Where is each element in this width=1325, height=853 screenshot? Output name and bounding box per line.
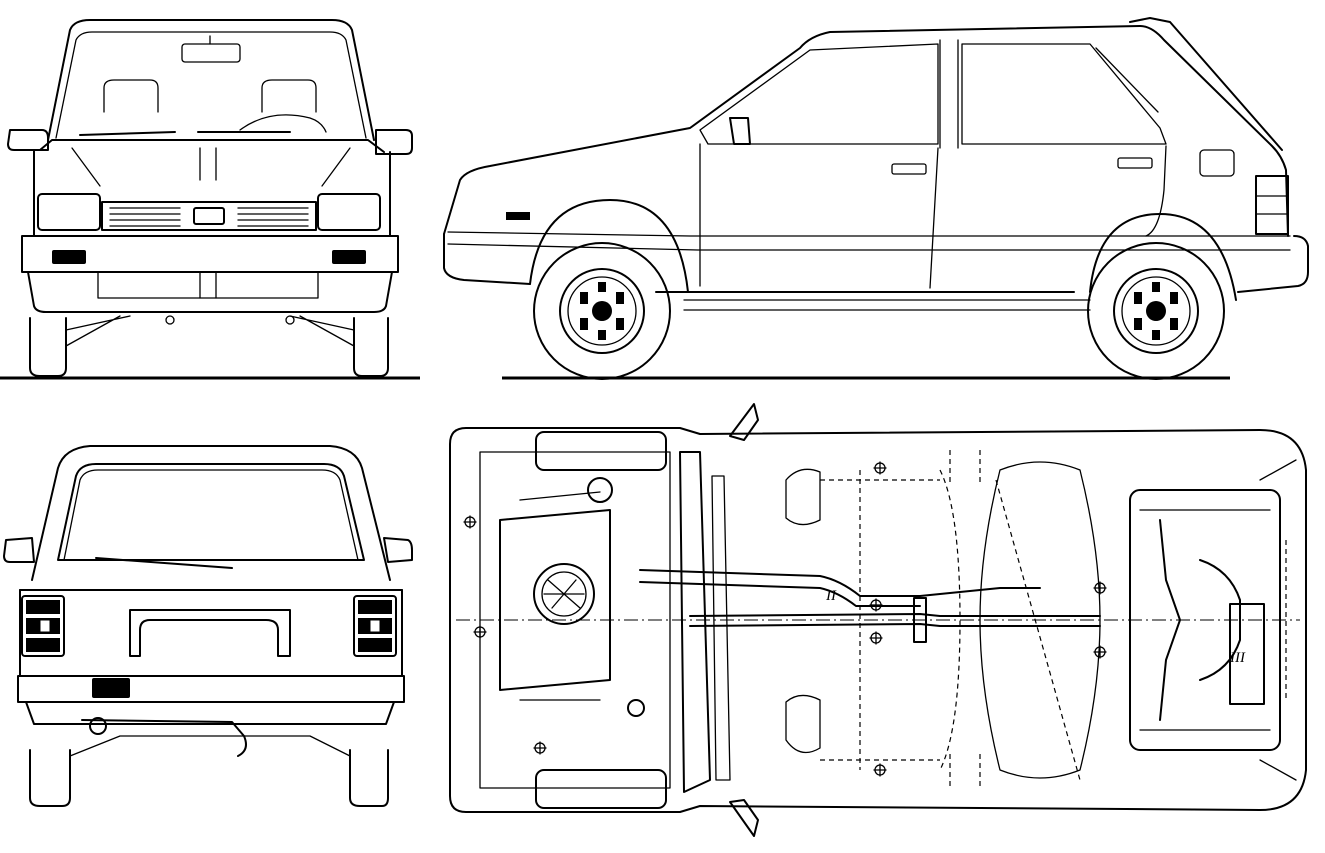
mark-iii-label: III xyxy=(1229,650,1246,666)
mark-ii-label: II xyxy=(825,588,837,604)
front-view xyxy=(0,0,425,390)
rear-view xyxy=(0,420,425,853)
underbody-view: II III xyxy=(440,400,1325,853)
side-view xyxy=(430,0,1325,390)
